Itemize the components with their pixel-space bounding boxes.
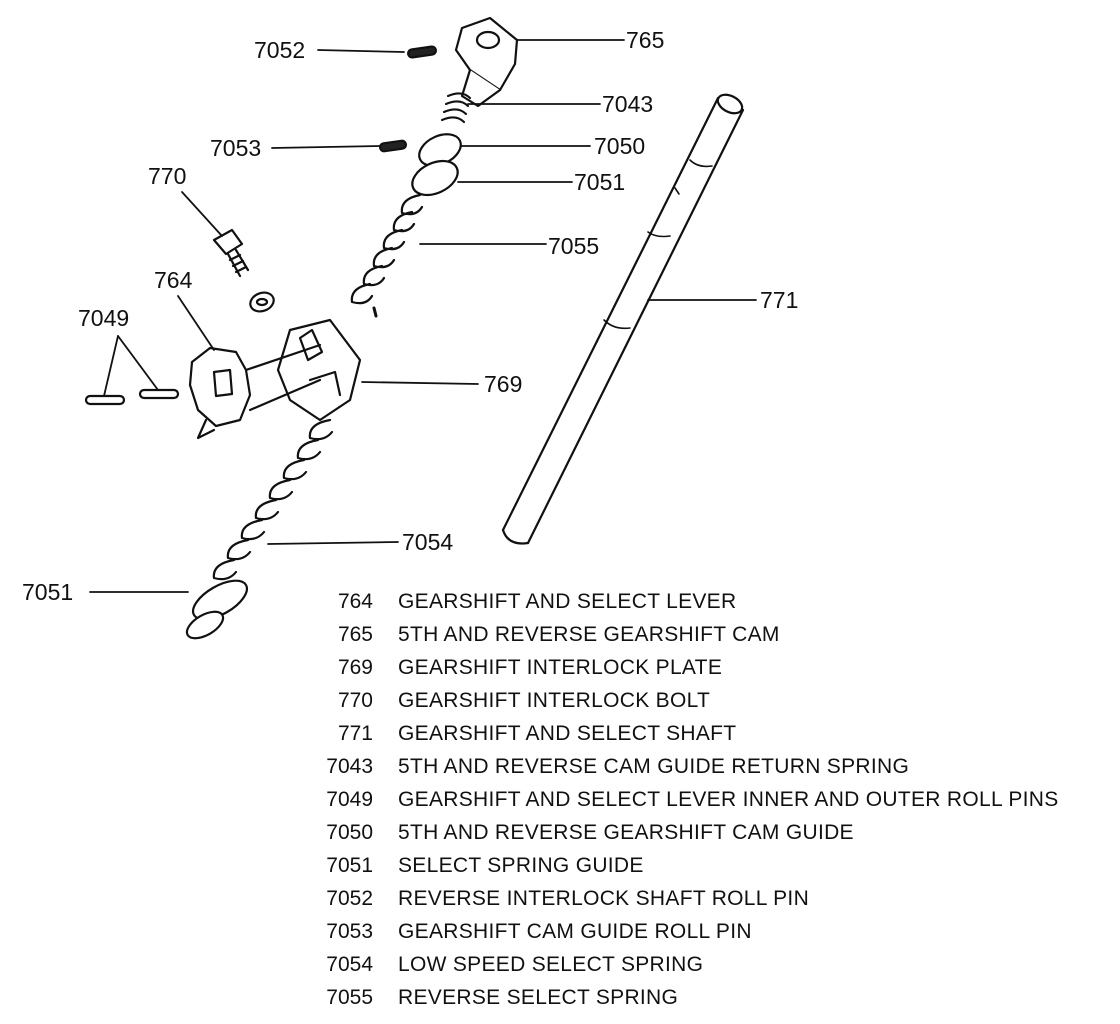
legend-description: GEARSHIFT AND SELECT LEVER INNER AND OUT… xyxy=(398,788,1059,811)
callout-7053: 7053 xyxy=(210,135,262,161)
legend-code: 7049 xyxy=(326,788,373,811)
part-7053-roll-pin xyxy=(378,139,408,153)
legend-code: 770 xyxy=(337,689,373,712)
legend-code: 7043 xyxy=(326,755,373,778)
part-7043-spring xyxy=(440,92,472,124)
part-769-interlock-plate xyxy=(276,318,362,422)
legend-description: LOW SPEED SELECT SPRING xyxy=(398,953,704,976)
callout-764: 764 xyxy=(154,267,193,293)
part-7051-spring-guide xyxy=(185,579,249,640)
legend-code: 7055 xyxy=(326,986,373,1009)
legend-code: 765 xyxy=(337,623,373,646)
legend-code: 769 xyxy=(337,656,373,679)
callout-7043: 7043 xyxy=(602,91,654,117)
legend-description: GEARSHIFT INTERLOCK PLATE xyxy=(398,656,723,679)
callout-7051-bottom: 7051 xyxy=(22,579,74,605)
part-765-cam xyxy=(454,16,519,108)
legend-code: 7050 xyxy=(326,821,373,844)
legend-description: GEARSHIFT CAM GUIDE ROLL PIN xyxy=(398,920,752,943)
part-7054-spring xyxy=(212,418,334,581)
callout-7051-top: 7051 xyxy=(574,169,626,195)
callout-771: 771 xyxy=(760,287,799,313)
leader-lines xyxy=(89,39,757,593)
legend-description: SELECT SPRING GUIDE xyxy=(398,854,644,877)
callout-765: 765 xyxy=(626,27,665,53)
callout-769: 769 xyxy=(484,371,523,397)
callout-7052: 7052 xyxy=(254,37,306,63)
legend-code: 7053 xyxy=(326,920,373,943)
callout-770: 770 xyxy=(148,163,187,189)
legend-description: 5TH AND REVERSE GEARSHIFT CAM xyxy=(398,623,780,646)
legend-code: 7054 xyxy=(326,953,373,976)
callout-7054: 7054 xyxy=(402,529,454,555)
part-7049-roll-pins xyxy=(84,388,180,406)
part-770-bolt xyxy=(212,228,275,313)
legend-code: 7051 xyxy=(326,854,373,877)
callout-7049: 7049 xyxy=(78,305,130,331)
part-7052-roll-pin xyxy=(406,45,438,59)
legend-description: GEARSHIFT INTERLOCK BOLT xyxy=(398,689,711,712)
callout-7055: 7055 xyxy=(548,233,600,259)
legend-description: GEARSHIFT AND SELECT SHAFT xyxy=(398,722,737,745)
callout-7050: 7050 xyxy=(594,133,646,159)
legend-description: 5TH AND REVERSE CAM GUIDE RETURN SPRING xyxy=(398,755,910,778)
part-7050-cam-guide xyxy=(411,133,462,197)
legend-description: REVERSE INTERLOCK SHAFT ROLL PIN xyxy=(398,887,810,910)
legend-code: 764 xyxy=(337,590,373,613)
legend-code: 7052 xyxy=(326,887,373,910)
legend-description: 5TH AND REVERSE GEARSHIFT CAM GUIDE xyxy=(398,821,854,844)
part-771-shaft xyxy=(501,93,745,545)
part-7055-spring xyxy=(350,193,424,318)
legend-code: 771 xyxy=(337,722,373,745)
part-764-lever xyxy=(188,343,322,440)
legend-description: REVERSE SELECT SPRING xyxy=(398,986,679,1009)
legend-description: GEARSHIFT AND SELECT LEVER xyxy=(398,590,737,613)
